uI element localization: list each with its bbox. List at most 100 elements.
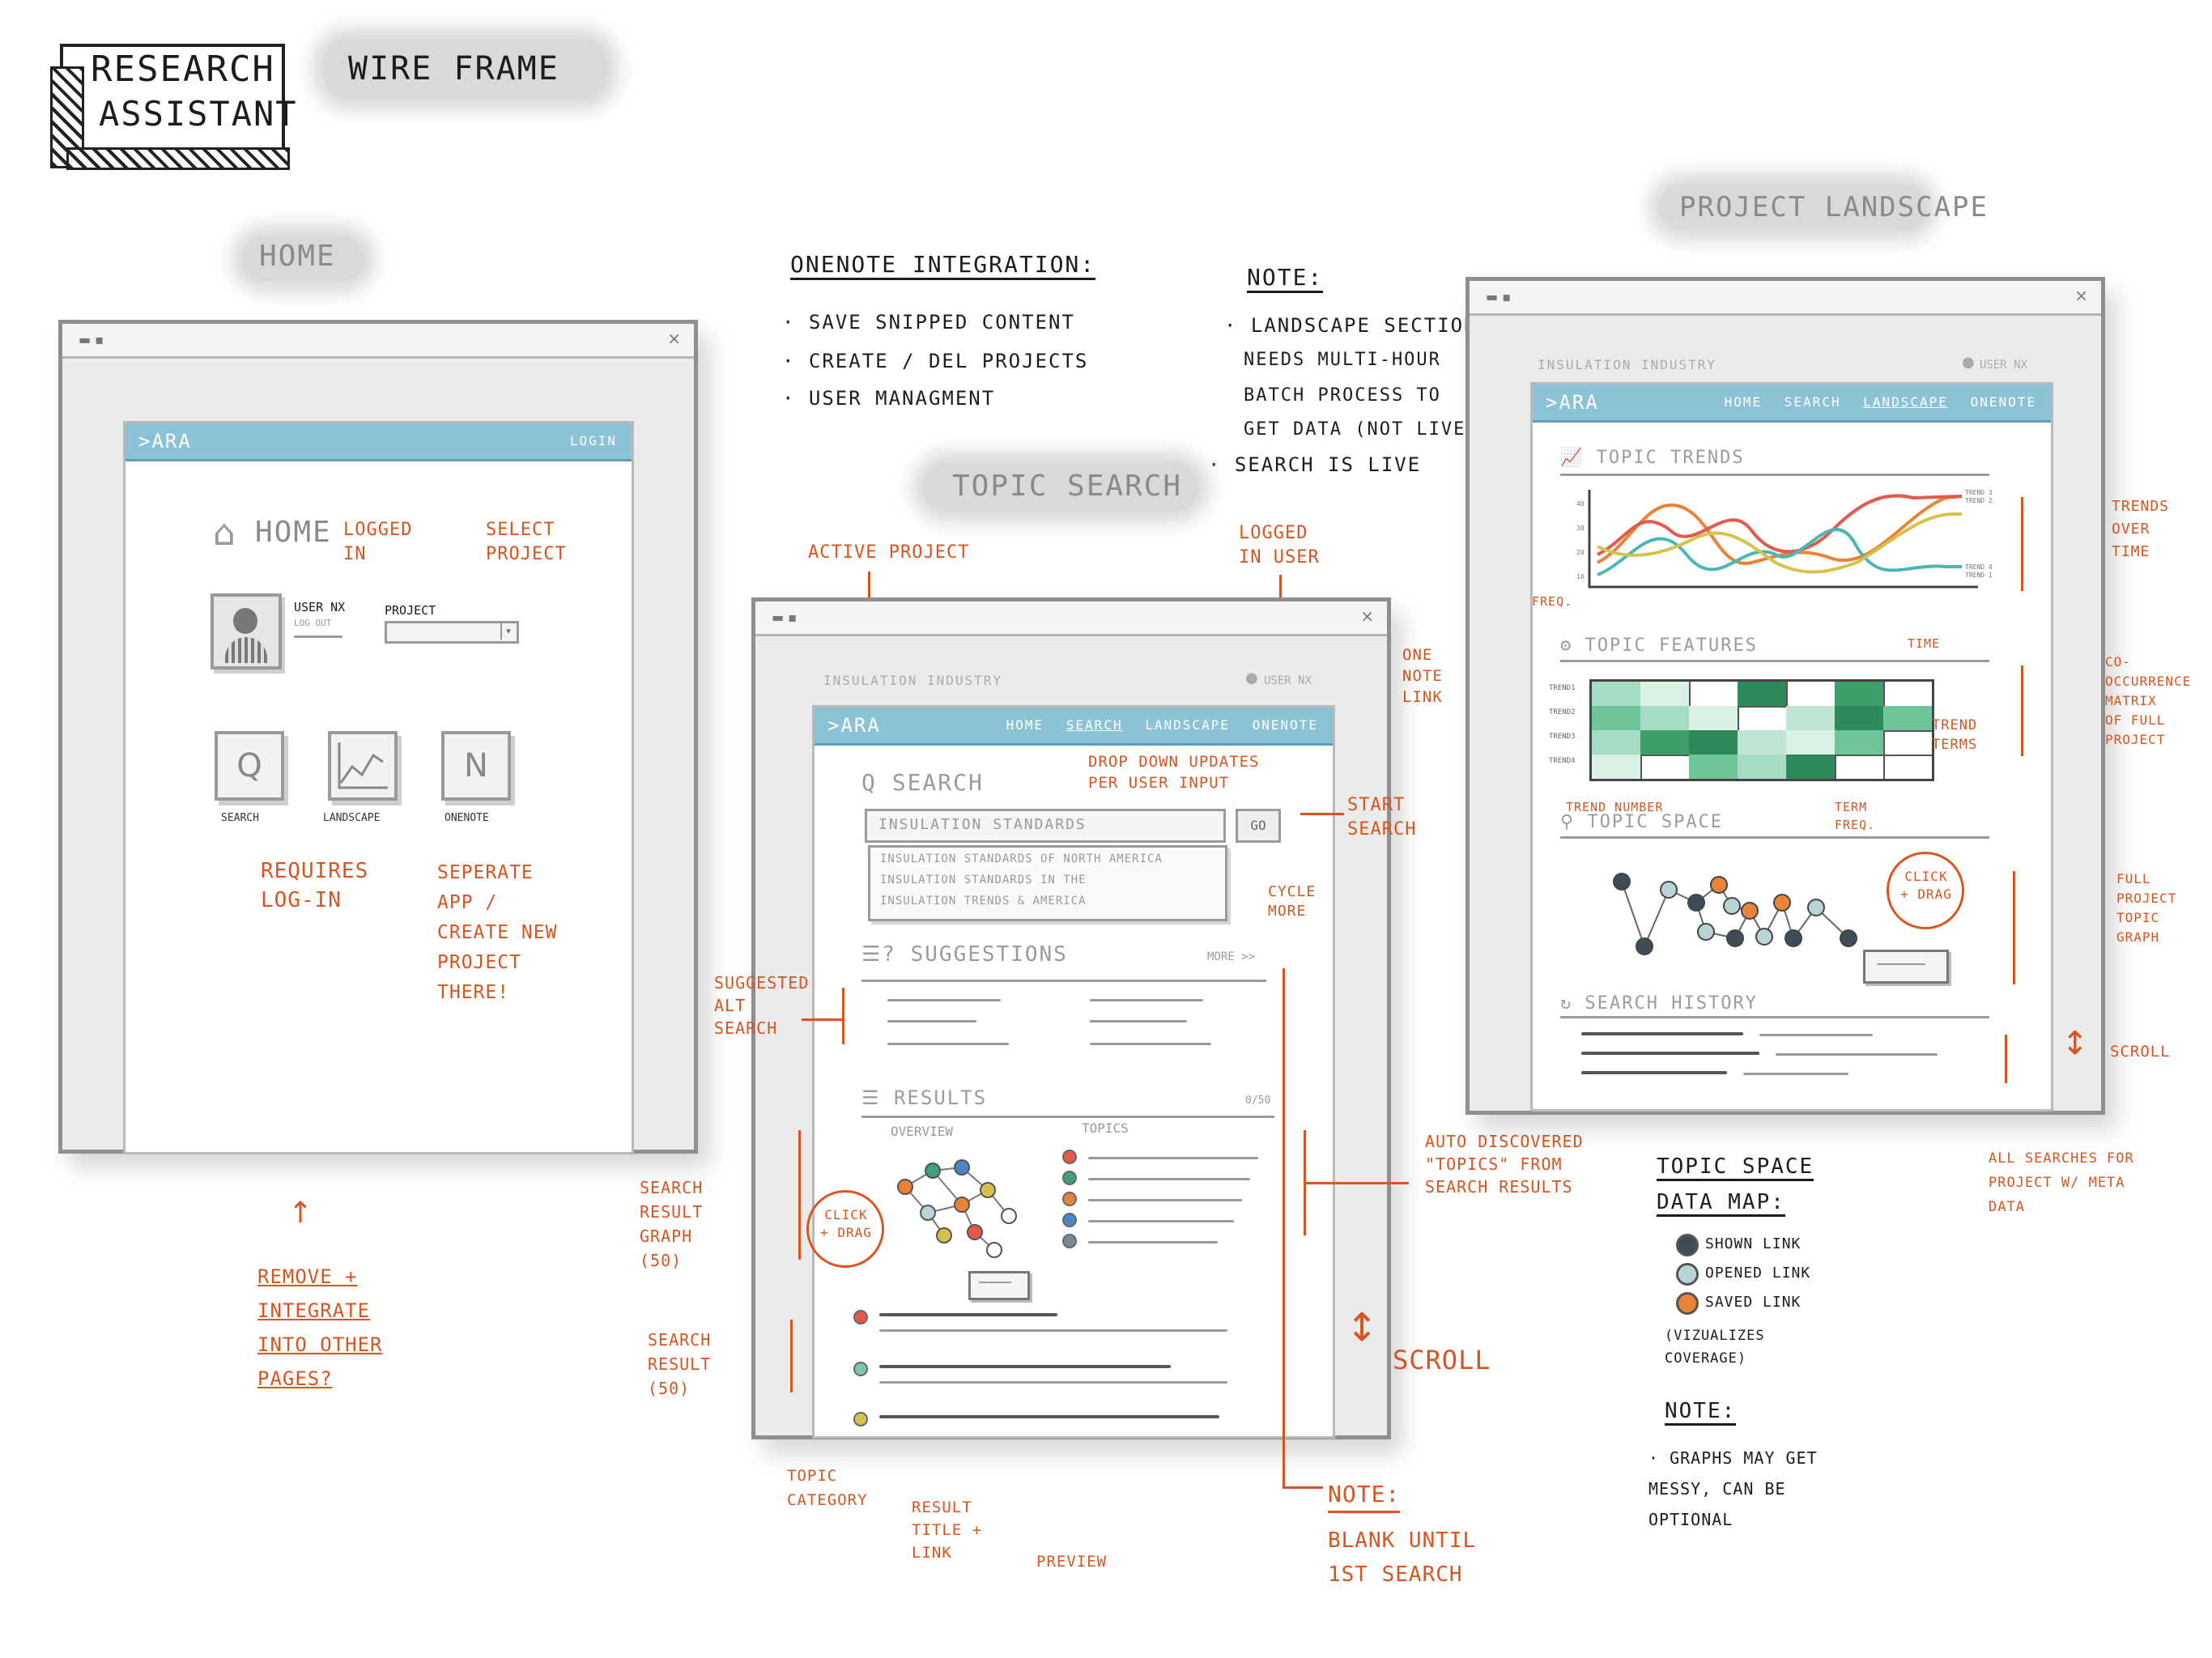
home-screen: >ARA LOGIN ⌂ HOME USER NX LOG OUT PROJEC… bbox=[123, 421, 634, 1154]
user-label: USER NX bbox=[1264, 674, 1312, 687]
suggestions-heading: ☰? SUGGESTIONS bbox=[861, 942, 1068, 967]
topic-features-heading: ⚙ TOPIC FEATURES bbox=[1560, 636, 1758, 656]
user-icon: ● bbox=[1245, 670, 1258, 687]
trend-number-annotation: TREND NUMBER bbox=[1566, 800, 1664, 814]
topic-category-annotation: TOPIC CATEGORY bbox=[787, 1467, 868, 1509]
search-app-icon[interactable]: Q bbox=[215, 731, 284, 801]
saved-link-label: SAVED LINK bbox=[1705, 1294, 1802, 1311]
history-item[interactable] bbox=[1581, 1032, 1743, 1035]
login-link[interactable]: LOGIN bbox=[569, 433, 617, 449]
onenote-item-2: · CREATE / DEL PROJECTS bbox=[782, 350, 1089, 372]
result-title-link[interactable] bbox=[879, 1365, 1171, 1368]
topic-space-heading: ⚲ TOPIC SPACE bbox=[1560, 812, 1724, 832]
scroll-annotation: SCROLL bbox=[1393, 1345, 1491, 1375]
onenote-app-icon[interactable]: N bbox=[441, 731, 511, 801]
close-icon[interactable]: × bbox=[2074, 286, 2088, 305]
suggestion-item[interactable] bbox=[887, 999, 1001, 1001]
history-item[interactable] bbox=[1581, 1052, 1759, 1055]
separate-app-annotation: SEPERATE APP / CREATE NEW PROJECT THERE! bbox=[437, 862, 558, 1003]
brand-logo[interactable]: >ARA bbox=[827, 714, 881, 737]
onenote-note-title: ONENOTE INTEGRATION: bbox=[790, 251, 1096, 280]
chevron-down-icon: ▾ bbox=[500, 623, 515, 640]
suggestion-item[interactable] bbox=[1090, 999, 1203, 1001]
search-history-heading: ↻ SEARCH HISTORY bbox=[1560, 993, 1758, 1014]
datamap-title-2: DATA MAP: bbox=[1657, 1190, 1785, 1217]
shown-link-label: SHOWN LINK bbox=[1705, 1235, 1802, 1252]
dropdown-option[interactable]: INSULATION STANDARDS OF NORTH AMERICA bbox=[880, 852, 1163, 865]
nav-onenote[interactable]: ONENOTE bbox=[1252, 717, 1318, 733]
landscape-scroll-annotation: SCROLL bbox=[2110, 1043, 2171, 1061]
topic-item[interactable] bbox=[1088, 1178, 1250, 1180]
results-icon: ☰ bbox=[861, 1086, 881, 1109]
logo-line2: ASSISTANT bbox=[99, 94, 298, 134]
more-link[interactable]: MORE >> bbox=[1207, 950, 1256, 963]
history-item[interactable] bbox=[1581, 1071, 1727, 1074]
suggestion-item[interactable] bbox=[1090, 1043, 1211, 1045]
topic-dot-red bbox=[1062, 1150, 1077, 1164]
topic-space-graph[interactable] bbox=[1606, 857, 1929, 987]
home-icon: ⌂ bbox=[213, 512, 236, 554]
nav-search[interactable]: SEARCH bbox=[1066, 717, 1123, 733]
auto-topics-annotation: AUTO DISCOVERED "TOPICS" FROM SEARCH RES… bbox=[1425, 1132, 1584, 1197]
time-annotation: TIME bbox=[1908, 636, 1941, 651]
result-graph-annotation: SEARCH RESULT GRAPH (50) bbox=[640, 1178, 704, 1270]
results-info: 0/50 bbox=[1245, 1095, 1271, 1107]
home-page-label: HOME bbox=[259, 240, 336, 273]
history-meta bbox=[1743, 1073, 1848, 1075]
result-preview bbox=[879, 1329, 1227, 1332]
suggestion-item[interactable] bbox=[1090, 1020, 1187, 1022]
go-button[interactable]: GO bbox=[1236, 809, 1281, 843]
onenote-item-1: · SAVE SNIPPED CONTENT bbox=[782, 311, 1075, 334]
logo-line1: RESEARCH bbox=[91, 49, 275, 90]
result-graph[interactable] bbox=[887, 1145, 1025, 1266]
results-heading: ☰ RESULTS bbox=[861, 1086, 988, 1109]
cycle-more-annotation: CYCLE MORE bbox=[1268, 883, 1317, 920]
nav-onenote[interactable]: ONENOTE bbox=[1970, 394, 2036, 410]
landscape-appbar: >ARA HOME SEARCH LANDSCAPE ONENOTE bbox=[1533, 385, 2051, 423]
close-icon[interactable]: × bbox=[667, 329, 681, 348]
landscape-window: ▬ ▪× INSULATION INDUSTRY ● USER NX >ARA … bbox=[1465, 277, 2105, 1115]
topic-search-screen: >ARA HOME SEARCH LANDSCAPE ONENOTE Q SEA… bbox=[812, 705, 1335, 1439]
topic-item[interactable] bbox=[1088, 1157, 1258, 1159]
topic-category-icon bbox=[853, 1412, 868, 1426]
topic-item[interactable] bbox=[1088, 1220, 1234, 1222]
dropdown-option[interactable]: INSULATION TRENDS & AMERICA bbox=[880, 895, 1087, 908]
dropdown-option[interactable]: INSULATION STANDARDS IN THE bbox=[880, 874, 1087, 886]
brand-logo[interactable]: >ARA bbox=[138, 430, 192, 453]
project-select[interactable]: ▾ bbox=[385, 621, 519, 644]
logout-link[interactable]: LOG OUT bbox=[294, 618, 332, 628]
topics-label: TOPICS bbox=[1082, 1120, 1129, 1136]
suggestion-item[interactable] bbox=[887, 1020, 976, 1022]
brand-logo[interactable]: >ARA bbox=[1546, 391, 1599, 414]
window-controls-icon[interactable]: ▬ ▪ bbox=[79, 332, 104, 347]
search-icon: Q bbox=[861, 769, 877, 796]
nav-search[interactable]: SEARCH bbox=[1784, 394, 1841, 410]
topic-item[interactable] bbox=[1088, 1199, 1242, 1201]
note-annotation: NOTE: bbox=[1328, 1478, 1401, 1513]
nav-home[interactable]: HOME bbox=[1006, 717, 1044, 733]
landscape-app-icon[interactable] bbox=[328, 731, 398, 801]
all-searches-annotation: ALL SEARCHES FOR PROJECT W/ META DATA bbox=[1989, 1150, 2134, 1215]
window-controls-icon[interactable]: ▬ ▪ bbox=[772, 610, 798, 625]
topic-dot-green bbox=[1062, 1171, 1077, 1185]
nav-landscape[interactable]: LANDSCAPE bbox=[1145, 717, 1230, 733]
term-freq-annotation: TERM FREQ. bbox=[1835, 800, 1876, 832]
onenote-item-3: · USER MANAGMENT bbox=[782, 387, 996, 410]
suggestion-item[interactable] bbox=[887, 1043, 1009, 1045]
datamap-note-text: · GRAPHS MAY GET MESSY, CAN BE OPTIONAL bbox=[1648, 1448, 1818, 1529]
home-appbar: >ARA LOGIN bbox=[125, 423, 632, 461]
logo: RESEARCH ASSISTANT bbox=[50, 44, 296, 170]
suggestions-icon: ☰? bbox=[861, 942, 896, 967]
topic-dot-gray bbox=[1062, 1234, 1077, 1248]
topic-item[interactable] bbox=[1088, 1241, 1218, 1244]
result-title-link[interactable] bbox=[879, 1313, 1057, 1316]
nav-landscape[interactable]: LANDSCAPE bbox=[1863, 394, 1948, 410]
search-input[interactable]: INSULATION STANDARDS bbox=[865, 809, 1226, 843]
nav-home[interactable]: HOME bbox=[1724, 394, 1763, 410]
close-icon[interactable]: × bbox=[1360, 606, 1374, 626]
window-controls-icon[interactable]: ▬ ▪ bbox=[1486, 289, 1512, 304]
trend-terms-annotation: TREND TERMS bbox=[1932, 717, 1978, 753]
co-occurrence-matrix[interactable] bbox=[1589, 679, 1934, 781]
result-title-link[interactable] bbox=[879, 1415, 1219, 1418]
